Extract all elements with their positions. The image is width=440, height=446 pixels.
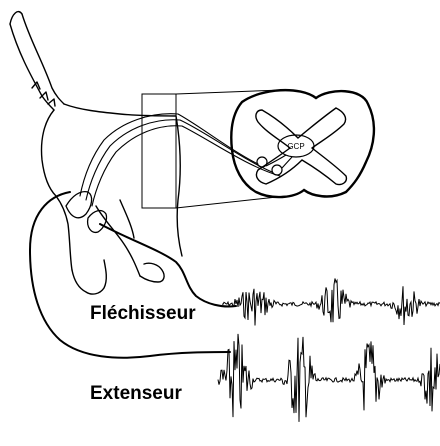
gcp-label: GCP [287, 142, 304, 151]
extensor-cable [30, 192, 230, 358]
emg-trace-extensor [218, 334, 440, 422]
muscle-extensor [88, 211, 107, 233]
cat-belly [176, 116, 182, 256]
flexor-cable [100, 224, 236, 307]
cat-far-leg [120, 200, 134, 238]
emg-trace-flexor [222, 279, 440, 326]
muscle-flexor [66, 192, 92, 218]
zoom-box [142, 94, 176, 208]
zoom-indicator [142, 90, 286, 208]
extensor-label: Extenseur [90, 384, 182, 403]
cat-thigh [42, 110, 73, 270]
extensor-waveform [218, 334, 440, 422]
cat-paw-near [140, 263, 164, 282]
cat-tail-tip [10, 12, 22, 24]
zoom-line-bottom [176, 196, 286, 208]
cat-tail [10, 14, 64, 110]
flexor-waveform [222, 279, 440, 326]
flexor-label: Fléchisseur [90, 304, 196, 323]
cat-shin [72, 260, 106, 294]
